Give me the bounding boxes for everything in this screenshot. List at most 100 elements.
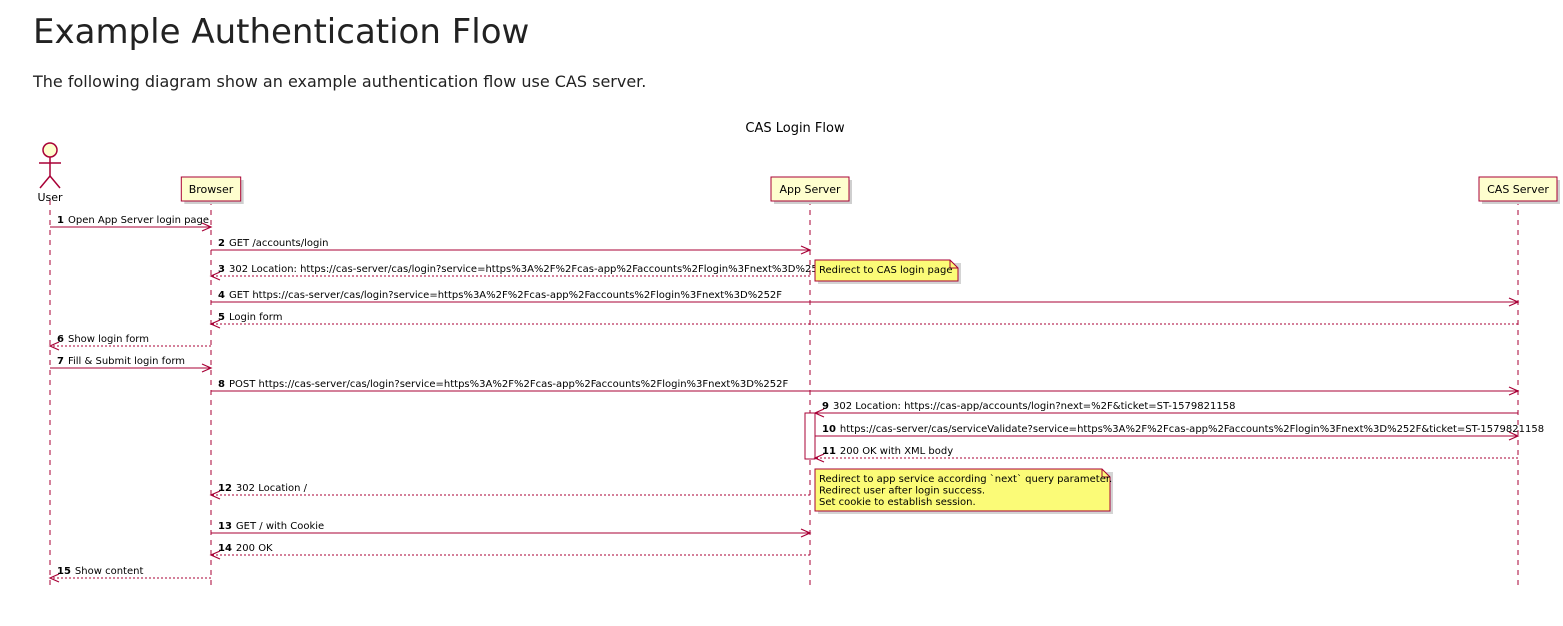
message-label: 2 GET /accounts/login bbox=[218, 238, 328, 249]
message-text: Show content bbox=[75, 566, 144, 577]
message-label: 9 302 Location: https://cas-app/accounts/… bbox=[822, 401, 1235, 412]
message-text: GET / with Cookie bbox=[236, 521, 324, 532]
arrowhead bbox=[1508, 297, 1520, 307]
message-text: Fill & Submit login form bbox=[68, 356, 185, 367]
message-text: https://cas-server/cas/serviceValidate?s… bbox=[840, 424, 1544, 435]
arrowhead bbox=[209, 490, 221, 500]
arrowhead bbox=[48, 573, 60, 583]
message-number: 2 bbox=[218, 238, 225, 249]
message-5: 5 Login form bbox=[209, 312, 1518, 329]
message-text: GET https://cas-server/cas/login?service… bbox=[229, 290, 782, 301]
message-label: 1 Open App Server login page bbox=[57, 215, 209, 226]
message-2: 2 GET /accounts/login bbox=[211, 238, 812, 255]
participant-label: Browser bbox=[189, 183, 234, 196]
note-redirect-cas: Redirect to CAS login page bbox=[814, 259, 961, 284]
arrowhead bbox=[209, 550, 221, 560]
arrowhead bbox=[209, 319, 221, 329]
message-label: 8 POST https://cas-server/cas/login?servi… bbox=[218, 379, 788, 390]
participant-app: App Server bbox=[770, 176, 852, 204]
message-7: 7 Fill & Submit login form bbox=[50, 356, 213, 373]
message-text: GET /accounts/login bbox=[229, 238, 329, 249]
message-text: 200 OK with XML body bbox=[840, 446, 953, 457]
message-text: 200 OK bbox=[236, 543, 273, 554]
arrowhead bbox=[48, 341, 60, 351]
message-text: Show login form bbox=[68, 334, 149, 345]
participant-browser: Browser bbox=[180, 176, 244, 204]
message-label: 6 Show login form bbox=[57, 334, 149, 345]
message-text: POST https://cas-server/cas/login?servic… bbox=[229, 379, 789, 390]
message-9: 9 302 Location: https://cas-app/accounts/… bbox=[813, 401, 1518, 418]
message-4: 4 GET https://cas-server/cas/login?servic… bbox=[211, 290, 1520, 307]
arrowhead bbox=[1508, 386, 1520, 396]
participant-label: App Server bbox=[779, 183, 841, 196]
message-3: 3 302 Location: https://cas-server/cas/lo… bbox=[209, 264, 830, 281]
message-10: 10 https://cas-server/cas/serviceValidate… bbox=[815, 424, 1544, 441]
note-redirect-app: Redirect to app service according `next`… bbox=[814, 468, 1113, 514]
message-number: 7 bbox=[57, 356, 64, 367]
message-number: 8 bbox=[218, 379, 225, 390]
message-number: 3 bbox=[218, 264, 225, 275]
participant-box bbox=[180, 176, 242, 202]
message-6: 6 Show login form bbox=[48, 334, 211, 351]
note-shape bbox=[814, 468, 1111, 512]
message-11: 11 200 OK with XML body bbox=[813, 446, 1518, 463]
message-label: 12 302 Location / bbox=[218, 483, 308, 494]
page-title: Example Authentication Flow bbox=[33, 12, 530, 52]
arrowhead bbox=[201, 222, 213, 232]
message-number: 11 bbox=[822, 446, 836, 457]
arrowhead bbox=[800, 245, 812, 255]
message-label: 7 Fill & Submit login form bbox=[57, 356, 185, 367]
message-number: 5 bbox=[218, 312, 225, 323]
message-label: 13 GET / with Cookie bbox=[218, 521, 324, 532]
message-text: 302 Location: https://cas-app/accounts/l… bbox=[833, 401, 1235, 412]
message-14: 14 200 OK bbox=[209, 543, 810, 560]
message-number: 13 bbox=[218, 521, 232, 532]
arrowhead bbox=[800, 528, 812, 538]
message-12: 12 302 Location / bbox=[209, 483, 810, 500]
note-line: Set cookie to establish session. bbox=[819, 497, 976, 508]
message-number: 14 bbox=[218, 543, 232, 554]
note-shape bbox=[814, 259, 959, 282]
arrowhead bbox=[813, 453, 825, 463]
message-text: Login form bbox=[229, 312, 282, 323]
diagram-title: CAS Login Flow bbox=[745, 121, 845, 136]
message-number: 1 bbox=[57, 215, 64, 226]
message-text: Open App Server login page bbox=[68, 215, 209, 226]
message-text: 302 Location / bbox=[236, 483, 308, 494]
activation-bar bbox=[804, 412, 816, 460]
message-text: 302 Location: https://cas-server/cas/log… bbox=[229, 264, 830, 275]
message-label: 5 Login form bbox=[218, 312, 282, 323]
message-1: 1 Open App Server login page bbox=[50, 215, 213, 232]
arrowhead bbox=[1508, 431, 1520, 441]
message-15: 15 Show content bbox=[48, 566, 211, 583]
participant-cas: CAS Server bbox=[1478, 176, 1560, 204]
message-number: 10 bbox=[822, 424, 836, 435]
message-label: 10 https://cas-server/cas/serviceValidate… bbox=[822, 424, 1544, 435]
participant-box bbox=[1478, 176, 1558, 202]
message-13: 13 GET / with Cookie bbox=[211, 521, 812, 538]
message-number: 12 bbox=[218, 483, 232, 494]
message-number: 15 bbox=[57, 566, 71, 577]
message-8: 8 POST https://cas-server/cas/login?servi… bbox=[211, 379, 1520, 396]
message-number: 6 bbox=[57, 334, 64, 345]
note-line: Redirect user after login success. bbox=[819, 486, 985, 497]
participant-box bbox=[770, 176, 850, 202]
participant-label: User bbox=[37, 191, 63, 204]
message-label: 11 200 OK with XML body bbox=[822, 446, 953, 457]
note-line: Redirect to CAS login page bbox=[819, 265, 953, 276]
message-label: 3 302 Location: https://cas-server/cas/lo… bbox=[218, 264, 830, 275]
message-label: 15 Show content bbox=[57, 566, 143, 577]
message-number: 9 bbox=[822, 401, 829, 412]
actor-icon bbox=[42, 142, 58, 158]
participant-user: User bbox=[37, 142, 63, 204]
participant-label: CAS Server bbox=[1487, 183, 1549, 196]
arrowhead bbox=[209, 271, 221, 281]
arrowhead bbox=[201, 363, 213, 373]
intro-text: The following diagram show an example au… bbox=[33, 72, 647, 91]
arrowhead bbox=[813, 408, 825, 418]
note-line: Redirect to app service according `next`… bbox=[819, 473, 1112, 485]
message-label: 4 GET https://cas-server/cas/login?servic… bbox=[218, 290, 782, 301]
message-number: 4 bbox=[218, 290, 225, 301]
message-label: 14 200 OK bbox=[218, 543, 273, 554]
